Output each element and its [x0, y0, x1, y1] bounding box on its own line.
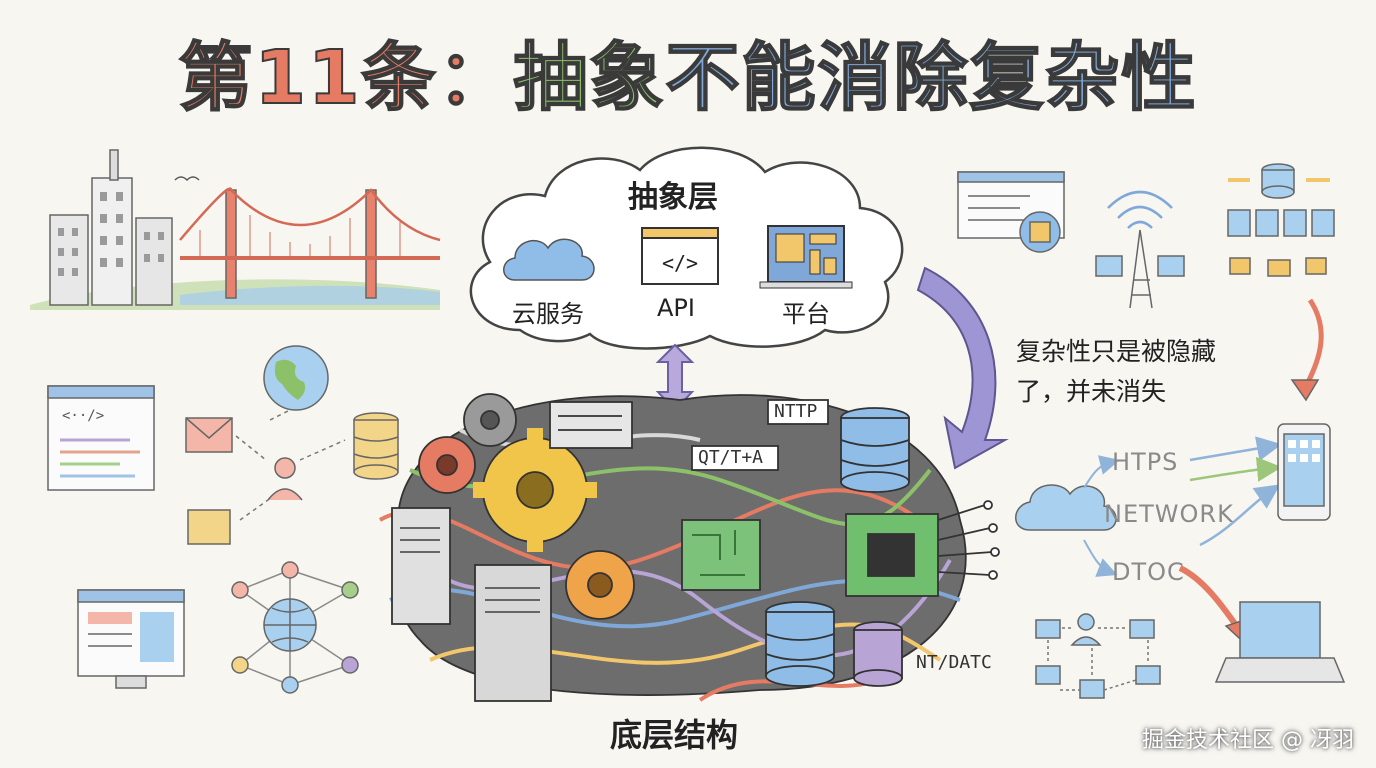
title-part-2: 抽象 [513, 35, 665, 121]
underlying-infrastructure [380, 394, 999, 701]
tag-nttp: NTTP [774, 401, 817, 422]
platform-icon [760, 226, 852, 288]
watermark: 掘金技术社区 @ 冴羽 [1142, 722, 1354, 754]
code-window-icon: </> [642, 228, 718, 284]
left-web-icons: <··/> [48, 346, 398, 693]
network-dtoc: DTOC [1112, 558, 1185, 586]
note-line-2: 了，并未消失 [1016, 372, 1216, 412]
cloud-item-cloud-service: 云服务 [512, 294, 584, 329]
cloud-item-platform: 平台 [782, 294, 830, 329]
svg-text:<··/>: <··/> [62, 408, 104, 424]
underlying-structure-label: 底层结构 [610, 710, 738, 756]
complexity-note: 复杂性只是被隐藏 了，并未消失 [1016, 332, 1216, 412]
city-bridge-illustration [30, 150, 440, 310]
note-line-1: 复杂性只是被隐藏 [1016, 332, 1216, 372]
network-network: NETWORK [1104, 500, 1234, 528]
tag-ntdatc: NT/DATC [916, 652, 992, 673]
tag-qt: QT/T+A [698, 447, 763, 468]
cloud-title: 抽象层 [628, 172, 718, 216]
curved-arrow [918, 268, 1005, 468]
svg-text:</>: </> [662, 251, 698, 275]
cloud-item-api: API [657, 294, 695, 322]
title-part-3: 不能消除复杂性 [665, 35, 1197, 121]
page-title: 第11条：抽象不能消除复杂性 [0, 18, 1376, 125]
network-https: HTPS [1112, 448, 1178, 476]
title-part-1: 第11条： [179, 35, 514, 121]
